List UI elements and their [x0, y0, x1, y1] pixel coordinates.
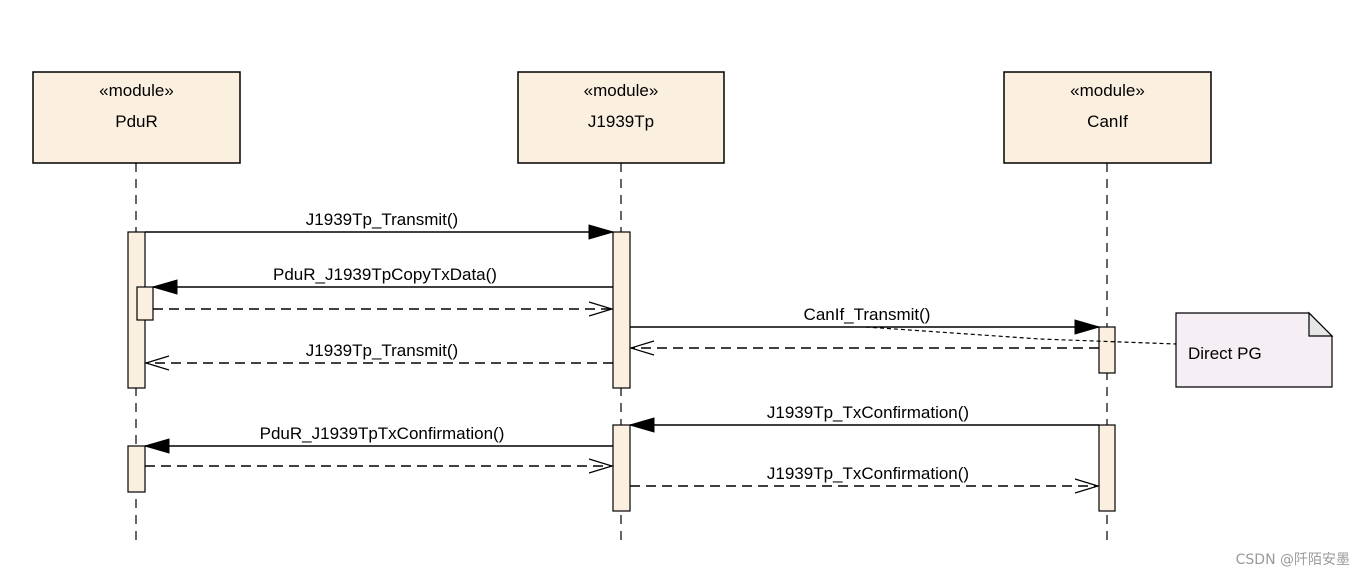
activation-pdur-2	[127, 445, 146, 493]
note-fold-corner	[1308, 311, 1334, 337]
arrow-head-open	[143, 355, 170, 371]
module-name: PduR	[115, 112, 158, 131]
note-text: Direct PG	[1188, 344, 1262, 363]
message-label: PduR_J1939TpCopyTxData()	[273, 265, 497, 284]
activation-pdur-nested	[136, 286, 154, 321]
module-box	[1003, 71, 1212, 164]
arrow-head-filled	[588, 224, 615, 240]
note-connector	[865, 326, 1177, 345]
module-box	[517, 71, 725, 164]
message-label: PduR_J1939TpTxConfirmation()	[260, 424, 505, 443]
module-canif: «module» CanIf	[1003, 71, 1212, 164]
module-pdur: «module» PduR	[32, 71, 241, 164]
note-body	[1175, 312, 1333, 388]
activation-canif-1	[1098, 326, 1116, 374]
message-j1939tp-transmit-return: J1939Tp_Transmit()	[143, 341, 613, 371]
message-canif-transmit-return	[628, 340, 1099, 356]
message-tx-confirmation-return: J1939Tp_TxConfirmation()	[630, 464, 1101, 494]
message-label: J1939Tp_TxConfirmation()	[767, 464, 969, 483]
message-canif-transmit-call: CanIf_Transmit()	[630, 305, 1101, 335]
activation-j1939tp-2	[612, 424, 631, 512]
arrow-head-open	[588, 301, 615, 317]
message-copy-tx-data-call: PduR_J1939TpCopyTxData()	[151, 265, 613, 295]
arrow-head-open	[1074, 478, 1101, 494]
module-stereotype: «module»	[99, 81, 174, 100]
module-j1939tp: «module» J1939Tp	[517, 71, 725, 164]
message-copy-tx-data-return	[153, 301, 615, 317]
message-label: CanIf_Transmit()	[804, 305, 931, 324]
message-j1939tp-transmit-call: J1939Tp_Transmit()	[145, 210, 615, 240]
arrow-head-open	[628, 340, 655, 356]
message-pdur-tx-confirmation-call: PduR_J1939TpTxConfirmation()	[143, 424, 613, 454]
message-pdur-tx-confirmation-return	[145, 458, 615, 474]
arrow-head-open	[588, 458, 615, 474]
activation-canif-2	[1098, 424, 1116, 512]
watermark: CSDN @阡陌安墨	[1235, 552, 1350, 568]
arrow-head-filled	[628, 417, 655, 433]
message-tx-confirmation-call: J1939Tp_TxConfirmation()	[628, 403, 1099, 433]
activation-j1939tp-1	[612, 231, 631, 389]
module-box	[32, 71, 241, 164]
module-stereotype: «module»	[1070, 81, 1145, 100]
arrow-head-filled	[1074, 319, 1101, 335]
module-name: CanIf	[1087, 112, 1128, 131]
module-name: J1939Tp	[588, 112, 654, 131]
message-label: J1939Tp_Transmit()	[306, 341, 458, 360]
message-label: J1939Tp_Transmit()	[306, 210, 458, 229]
message-label: J1939Tp_TxConfirmation()	[767, 403, 969, 422]
note-direct-pg: Direct PG	[1175, 311, 1334, 388]
module-stereotype: «module»	[584, 81, 659, 100]
arrow-head-filled	[151, 279, 178, 295]
arrow-head-filled	[143, 438, 170, 454]
